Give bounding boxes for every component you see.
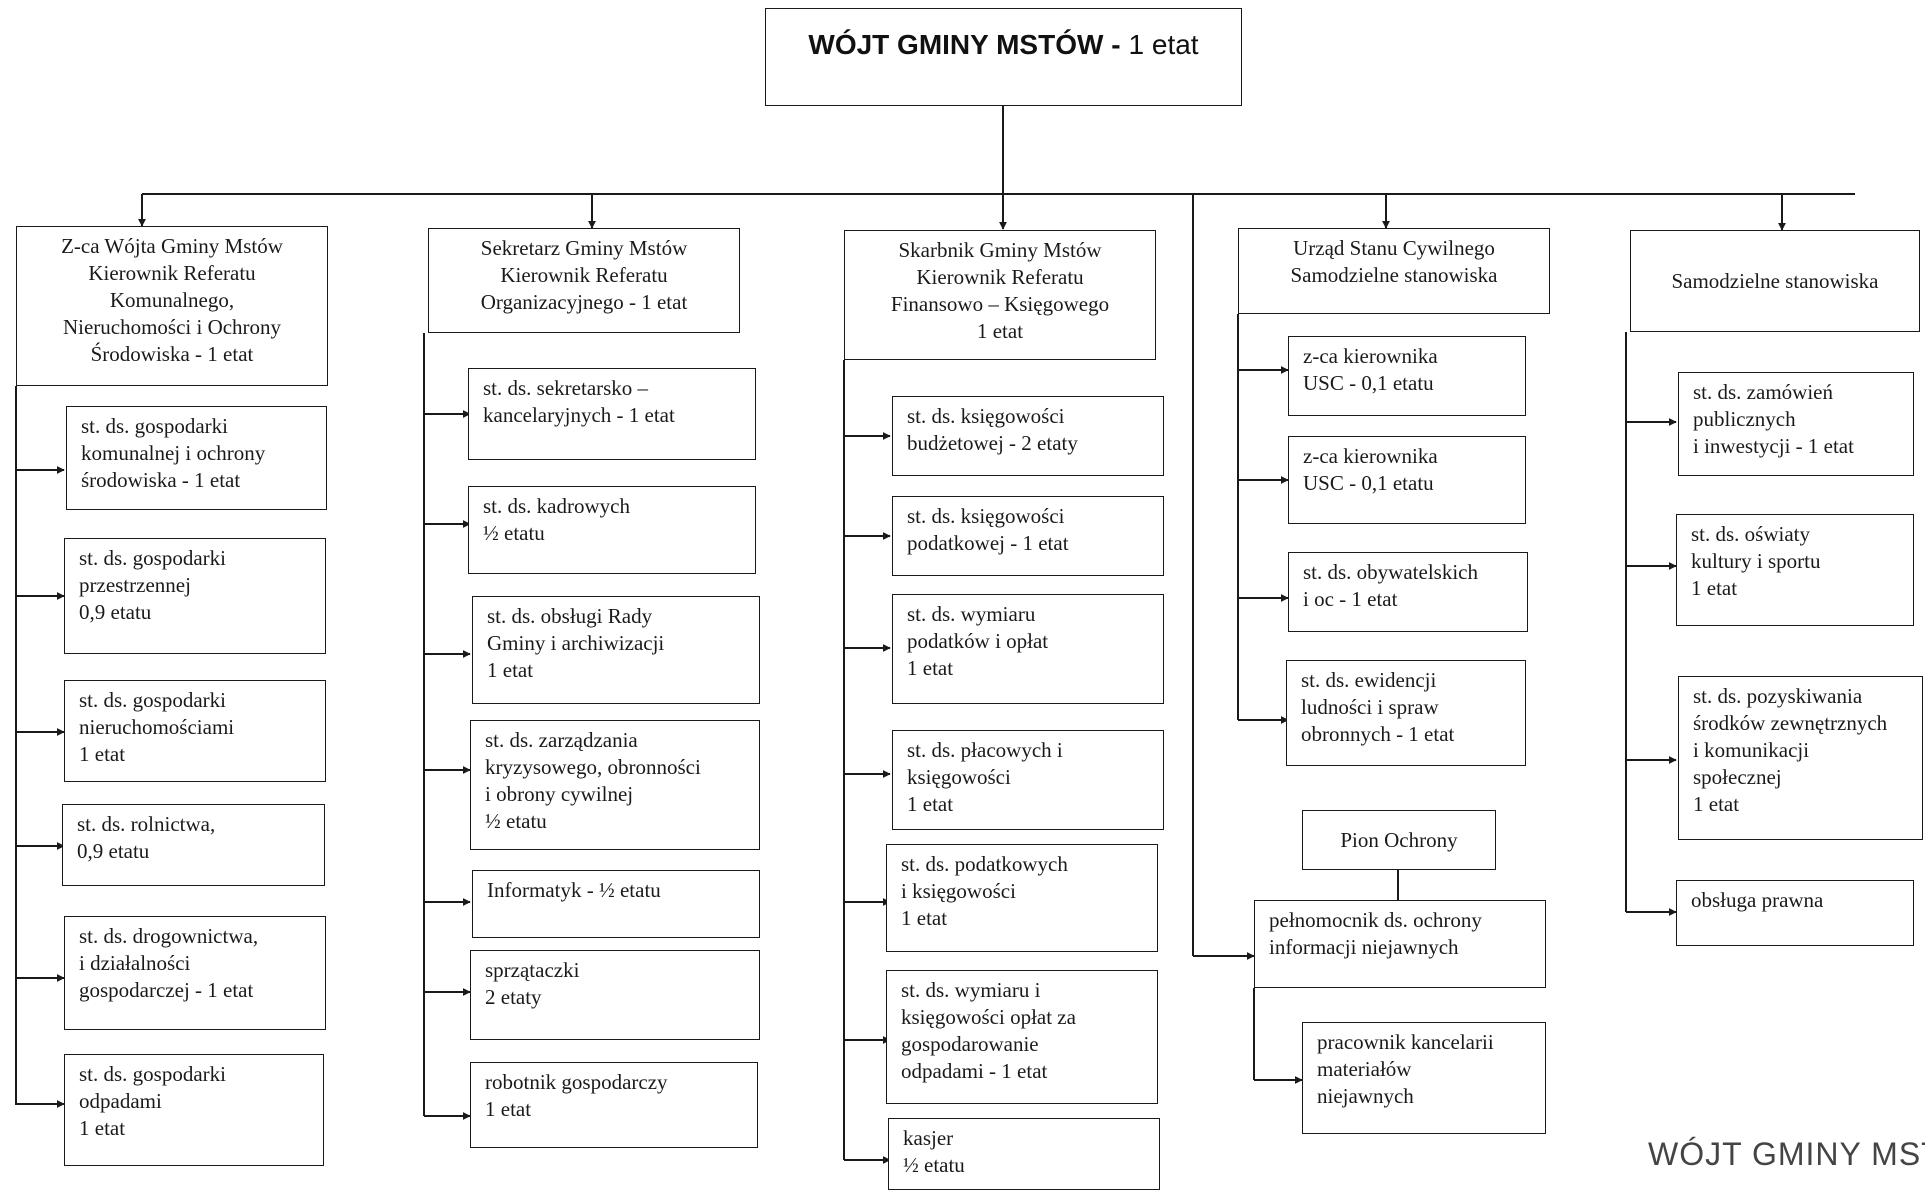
pion-item-1: pełnomocnik ds. ochrony informacji nieja…	[1254, 900, 1546, 988]
col4-header: Urząd Stanu Cywilnego Samodzielne stanow…	[1238, 228, 1550, 314]
col2-item-2: st. ds. kadrowych ½ etatu	[468, 486, 756, 574]
col3-item-6: st. ds. wymiaru i księgowości opłat za g…	[886, 970, 1158, 1104]
col2-item-4: st. ds. zarządzania kryzysowego, obronno…	[470, 720, 760, 850]
col3-item-5: st. ds. podatkowych i księgowości 1 etat	[886, 844, 1158, 952]
col1-header: Z-ca Wójta Gminy Mstów Kierownik Referat…	[16, 226, 328, 386]
col3-item-4: st. ds. płacowych i księgowości 1 etat	[892, 730, 1164, 830]
col2-header: Sekretarz Gminy Mstów Kierownik Referatu…	[428, 228, 740, 333]
col5-item-4: obsługa prawna	[1676, 880, 1914, 946]
col5-item-1: st. ds. zamówień publicznych i inwestycj…	[1678, 372, 1914, 476]
col2-item-3: st. ds. obsługi Rady Gminy i archiwizacj…	[472, 596, 760, 704]
col4-item-2: z-ca kierownika USC - 0,1 etatu	[1288, 436, 1526, 524]
col1-item-1: st. ds. gospodarki komunalnej i ochrony …	[66, 406, 327, 510]
col3-item-1: st. ds. księgowości budżetowej - 2 etaty	[892, 396, 1164, 476]
col3-header: Skarbnik Gminy Mstów Kierownik Referatu …	[844, 230, 1156, 360]
col3-item-7: kasjer ½ etatu	[888, 1118, 1160, 1190]
pion-ochrony-header: Pion Ochrony	[1302, 810, 1496, 870]
col3-item-3: st. ds. wymiaru podatków i opłat 1 etat	[892, 594, 1164, 704]
col4-item-3: st. ds. obywatelskich i oc - 1 etat	[1288, 552, 1528, 632]
col1-item-3: st. ds. gospodarki nieruchomościami 1 et…	[64, 680, 326, 782]
col2-item-7: robotnik gospodarczy 1 etat	[470, 1062, 758, 1148]
col1-item-2: st. ds. gospodarki przestrzennej 0,9 eta…	[64, 538, 326, 654]
col4-item-1: z-ca kierownika USC - 0,1 etatu	[1288, 336, 1526, 416]
top-title: WÓJT GMINY MSTÓW -	[808, 29, 1121, 60]
col5-item-2: st. ds. oświaty kultury i sportu 1 etat	[1676, 514, 1914, 626]
col1-item-4: st. ds. rolnictwa, 0,9 etatu	[62, 804, 325, 886]
col2-item-5: Informatyk - ½ etatu	[472, 870, 760, 938]
col3-item-2: st. ds. księgowości podatkowej - 1 etat	[892, 496, 1164, 576]
top-etat: 1 etat	[1128, 29, 1199, 60]
top-box-wojt: WÓJT GMINY MSTÓW - 1 etat	[765, 8, 1242, 106]
col2-item-1: st. ds. sekretarsko – kancelaryjnych - 1…	[468, 368, 756, 460]
col5-header: Samodzielne stanowiska	[1630, 230, 1920, 332]
col2-item-6: sprzątaczki 2 etaty	[470, 950, 760, 1040]
col1-item-5: st. ds. drogownictwa, i działalności gos…	[64, 916, 326, 1030]
pion-item-2: pracownik kancelarii materiałów niejawny…	[1302, 1022, 1546, 1134]
col5-item-3: st. ds. pozyskiwania środków zewnętrznyc…	[1678, 676, 1923, 840]
col1-item-6: st. ds. gospodarki odpadami 1 etat	[64, 1054, 324, 1166]
col4-item-4: st. ds. ewidencji ludności i spraw obron…	[1286, 660, 1526, 766]
wojt-stamp: WÓJT GMINY MSTÓW	[1648, 1136, 1925, 1172]
